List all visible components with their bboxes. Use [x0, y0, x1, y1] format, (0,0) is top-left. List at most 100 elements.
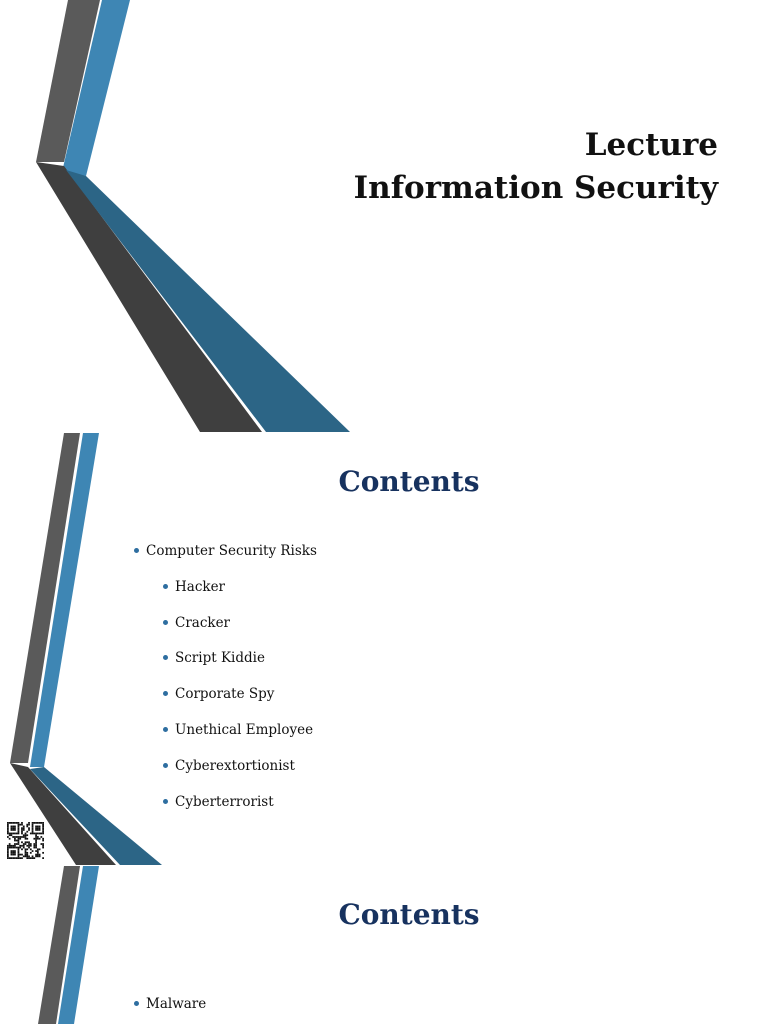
qr-module: [7, 823, 9, 826]
qr-module: [33, 832, 36, 835]
qr-module: [10, 834, 13, 837]
qr-module: [24, 843, 27, 845]
qr-module: [35, 825, 37, 828]
qr-module: [17, 829, 20, 831]
bullet-item: Unethical Employee: [130, 719, 317, 755]
bullet-item: Script Kiddie: [130, 647, 317, 683]
blue-stripe-upper: [58, 866, 99, 1024]
qr-module: [22, 844, 25, 847]
qr-module: [28, 822, 30, 824]
slide-title-text: Lecture Information Security: [354, 124, 718, 210]
qr-module: [15, 857, 18, 859]
qr-module: [40, 832, 43, 835]
qr-module: [21, 823, 23, 826]
qr-module: [10, 850, 13, 852]
qr-module: [28, 857, 30, 859]
qr-module: [26, 841, 29, 844]
qr-module: [35, 844, 37, 847]
qr-module: [7, 846, 9, 849]
qr-module: [7, 822, 9, 824]
qr-module: [24, 836, 27, 838]
qr-module: [33, 844, 36, 847]
qr-module: [19, 857, 22, 859]
qr-module: [7, 855, 9, 858]
qr-module: [14, 832, 16, 835]
qr-module: [14, 844, 16, 847]
qr-module: [35, 822, 37, 824]
qr-module: [29, 832, 32, 835]
qr-module: [19, 844, 22, 847]
title-line-information-security: Information Security: [353, 170, 718, 206]
qr-module: [10, 832, 13, 835]
qr-module: [19, 846, 22, 849]
bullet-item: Malware: [130, 993, 206, 1024]
qr-module: [21, 841, 23, 844]
qr-module: [33, 843, 36, 845]
gray-stripe-upper: [36, 0, 100, 162]
qr-module: [17, 832, 20, 835]
qr-module: [31, 823, 34, 826]
qr-module: [28, 823, 30, 826]
qr-module: [8, 844, 11, 847]
qr-module: [26, 823, 29, 826]
qr-module: [36, 850, 39, 852]
qr-module: [35, 841, 37, 844]
qr-module: [7, 836, 9, 838]
qr-module: [7, 825, 9, 828]
qr-module: [12, 853, 15, 856]
qr-module: [21, 822, 23, 824]
qr-code-icon[interactable]: [7, 822, 44, 859]
qr-module: [38, 822, 41, 824]
qr-module: [22, 836, 25, 838]
qr-module: [21, 853, 23, 856]
qr-module: [10, 857, 13, 859]
qr-module: [7, 853, 9, 856]
qr-module: [7, 848, 9, 851]
qr-module: [22, 834, 25, 837]
qr-module: [26, 834, 29, 837]
qr-module: [31, 827, 34, 830]
qr-module: [42, 857, 44, 859]
qr-module: [36, 822, 39, 824]
qr-module: [38, 825, 41, 828]
qr-module: [7, 844, 9, 847]
dark-stripe-lower: [10, 763, 116, 865]
bullet-item: Cyberextortionist: [130, 755, 317, 791]
qr-module: [21, 844, 23, 847]
qr-module: [31, 829, 34, 831]
qr-module: [19, 823, 22, 826]
qr-module: [14, 850, 16, 852]
qr-module: [17, 830, 20, 833]
decorative-stripes: [10, 433, 162, 865]
qr-module: [36, 827, 39, 830]
bullet-text: Unethical Employee: [175, 721, 314, 738]
qr-module: [8, 837, 11, 840]
qr-module: [22, 846, 25, 849]
qr-module: [35, 855, 37, 858]
qr-module: [8, 846, 11, 849]
qr-module: [28, 829, 30, 831]
qr-module: [10, 827, 13, 830]
qr-module: [28, 846, 30, 849]
qr-module: [40, 843, 43, 845]
qr-module: [12, 844, 15, 847]
qr-module: [24, 832, 27, 835]
qr-module: [36, 848, 39, 851]
qr-module: [33, 837, 36, 840]
qr-module: [29, 843, 32, 845]
qr-module: [21, 832, 23, 835]
qr-module: [12, 829, 15, 831]
qr-module: [24, 855, 27, 858]
qr-module: [15, 846, 18, 849]
bullet-item: Corporate Spy: [130, 683, 317, 719]
qr-module: [24, 851, 27, 854]
qr-module: [19, 853, 22, 856]
blue-stripe-upper: [30, 433, 99, 767]
qr-module: [26, 830, 29, 833]
qr-module: [35, 832, 37, 835]
qr-module: [19, 836, 22, 838]
blue-triangle-lower: [30, 767, 162, 865]
qr-module: [31, 857, 34, 859]
bullet-dot-icon: [163, 619, 168, 625]
bullet-text: Malware: [146, 996, 207, 1012]
